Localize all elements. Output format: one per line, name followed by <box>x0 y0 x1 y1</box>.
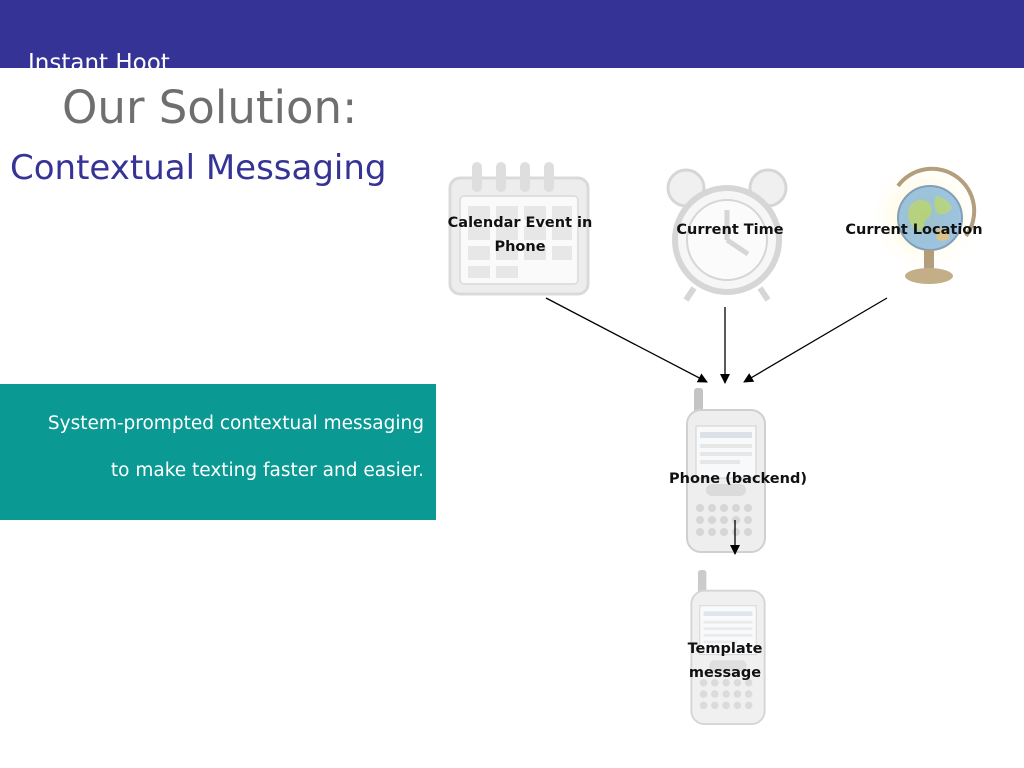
template-label-line-1: Template <box>687 641 763 657</box>
alarm-clock-icon <box>666 168 788 302</box>
app-title: Instant Hoot <box>28 50 170 68</box>
globe-icon <box>870 166 980 284</box>
callout-box: System-prompted contextual messaging to … <box>0 384 436 520</box>
slide-subtitle: Contextual Messaging <box>10 148 387 188</box>
calendar-label-line-1: Calendar Event in <box>447 215 593 231</box>
arrow-calendar-to-phone <box>545 297 708 383</box>
phone-label: Phone (backend) <box>669 471 807 487</box>
template-label-line-2: message <box>688 665 762 681</box>
calendar-label: Calendar Event in Phone <box>440 211 600 259</box>
time-label: Current Time <box>676 222 784 238</box>
callout-line-1: System-prompted contextual messaging <box>47 413 424 434</box>
smartphone-icon <box>690 570 766 726</box>
location-label: Current Location <box>845 222 983 238</box>
callout-line-2: to make texting faster and easier. <box>110 460 424 481</box>
calendar-icon <box>448 162 590 296</box>
header-band: Instant Hoot <box>0 0 1024 68</box>
slide-title: Our Solution: <box>62 81 358 134</box>
calendar-label-line-2: Phone <box>494 239 546 255</box>
template-label: Template message <box>670 637 780 685</box>
arrow-location-to-phone <box>743 297 888 383</box>
smartphone-icon <box>686 388 766 553</box>
